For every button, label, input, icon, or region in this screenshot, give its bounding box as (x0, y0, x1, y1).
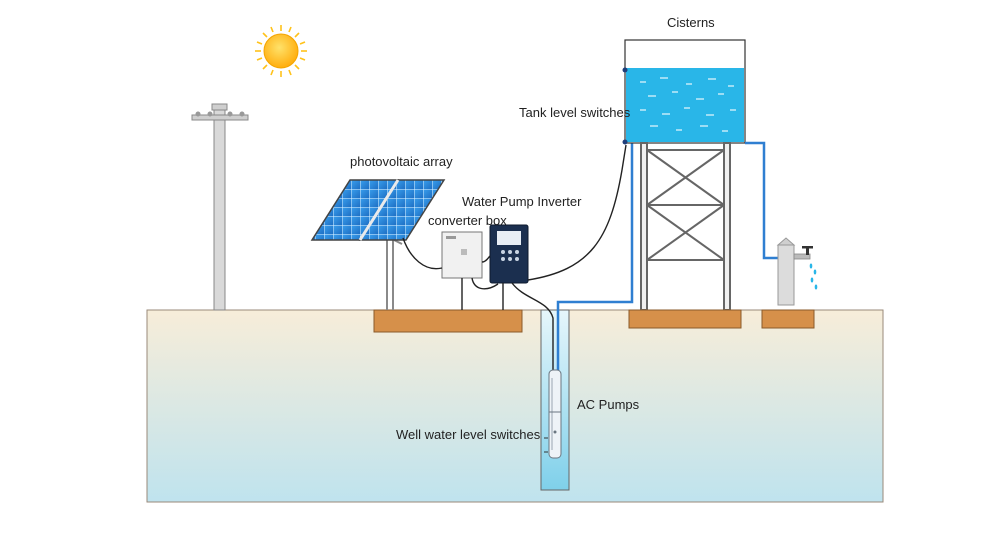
label-photovoltaic-array: photovoltaic array (350, 154, 453, 169)
water-tap-icon (776, 237, 818, 306)
label-water-pump-inverter: Water Pump Inverter (462, 194, 582, 209)
ground (146, 309, 884, 503)
tap-foundation (761, 309, 815, 329)
converter-box (441, 231, 483, 279)
tank-tower (640, 142, 731, 311)
label-converter-box: converter box (428, 213, 507, 228)
cistern-tank (622, 39, 746, 145)
photovoltaic-array (310, 179, 446, 241)
label-ac-pumps: AC Pumps (577, 397, 640, 412)
pv-foundation (373, 309, 523, 333)
label-well-water-level-switches: Well water level switches (396, 427, 541, 442)
cables (402, 144, 627, 370)
well-level-switch-markers (544, 437, 548, 453)
pv-support (377, 231, 403, 310)
utility-pole-icon (191, 103, 249, 311)
label-cisterns: Cisterns (667, 15, 715, 30)
water-pump-inverter (489, 224, 529, 284)
ac-pump (548, 369, 562, 459)
outlet-pipe (745, 141, 784, 260)
tower-foundation (628, 309, 742, 329)
label-tank-level-switches: Tank level switches (519, 105, 631, 120)
sun-icon (255, 25, 307, 77)
